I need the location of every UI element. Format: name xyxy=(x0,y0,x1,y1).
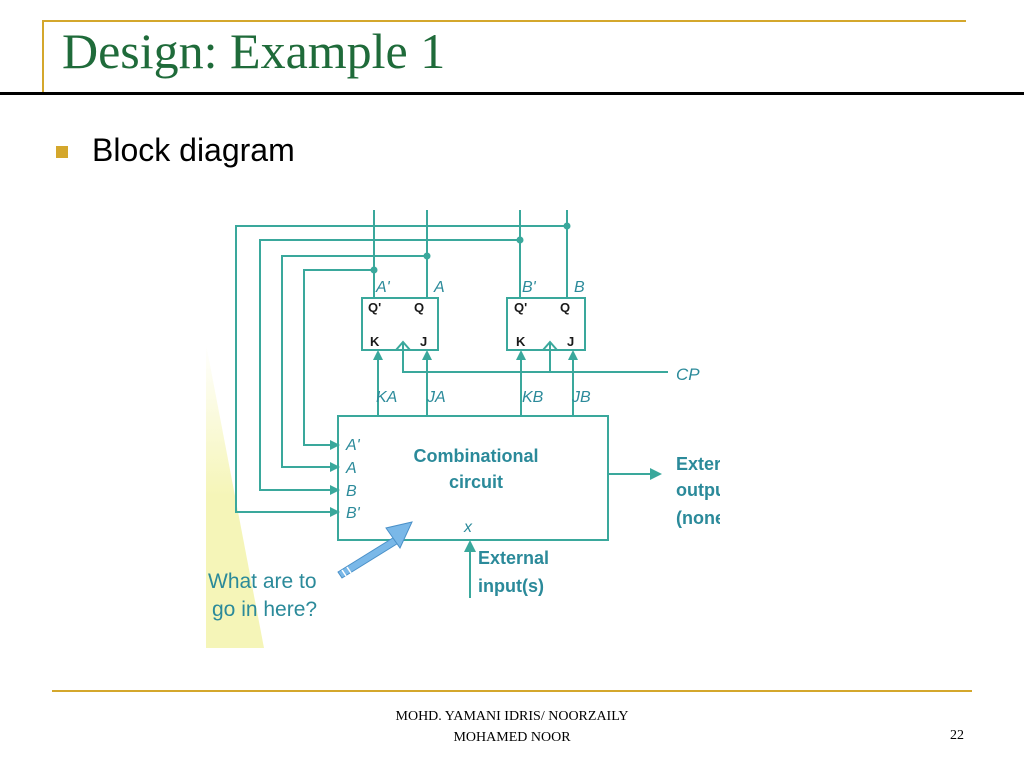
page-number: 22 xyxy=(950,728,964,743)
bullet-text: Block diagram xyxy=(92,132,295,168)
footer-author-line2: MOHAMED NOOR xyxy=(453,730,571,745)
ffa-out-q: A xyxy=(433,279,445,296)
ffb-pin-k: K xyxy=(516,334,526,349)
ffb-pin-j: J xyxy=(567,334,574,349)
flipflop-b-box xyxy=(506,297,586,351)
ffa-in-k: KA xyxy=(376,389,397,406)
ffb-out-q: B xyxy=(574,279,585,296)
comb-title-line2: circuit xyxy=(449,472,503,492)
title-rule xyxy=(0,92,1024,95)
callout-arrow-icon xyxy=(337,521,413,579)
ffa-in-j: JA xyxy=(426,389,446,406)
callout-line2: go in here? xyxy=(212,598,317,621)
ext-input-line1: External xyxy=(478,548,549,568)
ffb-pin-q: Q xyxy=(560,300,570,315)
bullet-square-icon xyxy=(56,146,68,158)
ffa-pin-qbar: Q' xyxy=(368,300,381,315)
ffa-pin-k: K xyxy=(370,334,380,349)
comb-input-b: B xyxy=(346,483,357,500)
ffb-in-k: KB xyxy=(522,389,544,406)
clock-label: CP xyxy=(676,365,700,384)
title-frame xyxy=(42,20,966,94)
ffa-pin-q: Q xyxy=(414,300,424,315)
ext-output-line3: (none) xyxy=(676,508,720,528)
footer-rule xyxy=(52,690,972,692)
comb-input-x: x xyxy=(463,519,473,536)
block-diagram: A' A Q' Q K J KA JA B' B Q' Q K J KB JB … xyxy=(206,210,720,648)
callout-line1: What are to xyxy=(208,570,317,593)
ffb-pin-qbar: Q' xyxy=(514,300,527,315)
ffa-pin-j: J xyxy=(420,334,427,349)
ext-input-line2: input(s) xyxy=(478,576,544,596)
comb-title-line1: Combinational xyxy=(414,446,539,466)
wiring xyxy=(235,210,668,598)
combinational-box xyxy=(337,415,609,541)
footer-author: MOHD. YAMANI IDRIS/ NOORZAILY MOHAMED NO… xyxy=(362,706,662,748)
ffb-in-j: JB xyxy=(571,389,591,406)
slide-title: Design: Example 1 xyxy=(62,23,446,79)
junction-dots xyxy=(370,222,571,274)
arrowheads xyxy=(330,350,662,552)
comb-input-b-bar: B' xyxy=(346,505,361,522)
comb-input-a-bar: A' xyxy=(345,437,361,454)
flipflop-a-box xyxy=(361,297,439,351)
ext-output-line2: output(s) xyxy=(676,480,720,500)
footer-author-line1: MOHD. YAMANI IDRIS/ NOORZAILY xyxy=(395,709,629,724)
ext-output-line1: External xyxy=(676,454,720,474)
ffb-out-qbar: B' xyxy=(522,279,537,296)
comb-input-a: A xyxy=(345,460,357,477)
ffa-out-qbar: A' xyxy=(375,279,391,296)
